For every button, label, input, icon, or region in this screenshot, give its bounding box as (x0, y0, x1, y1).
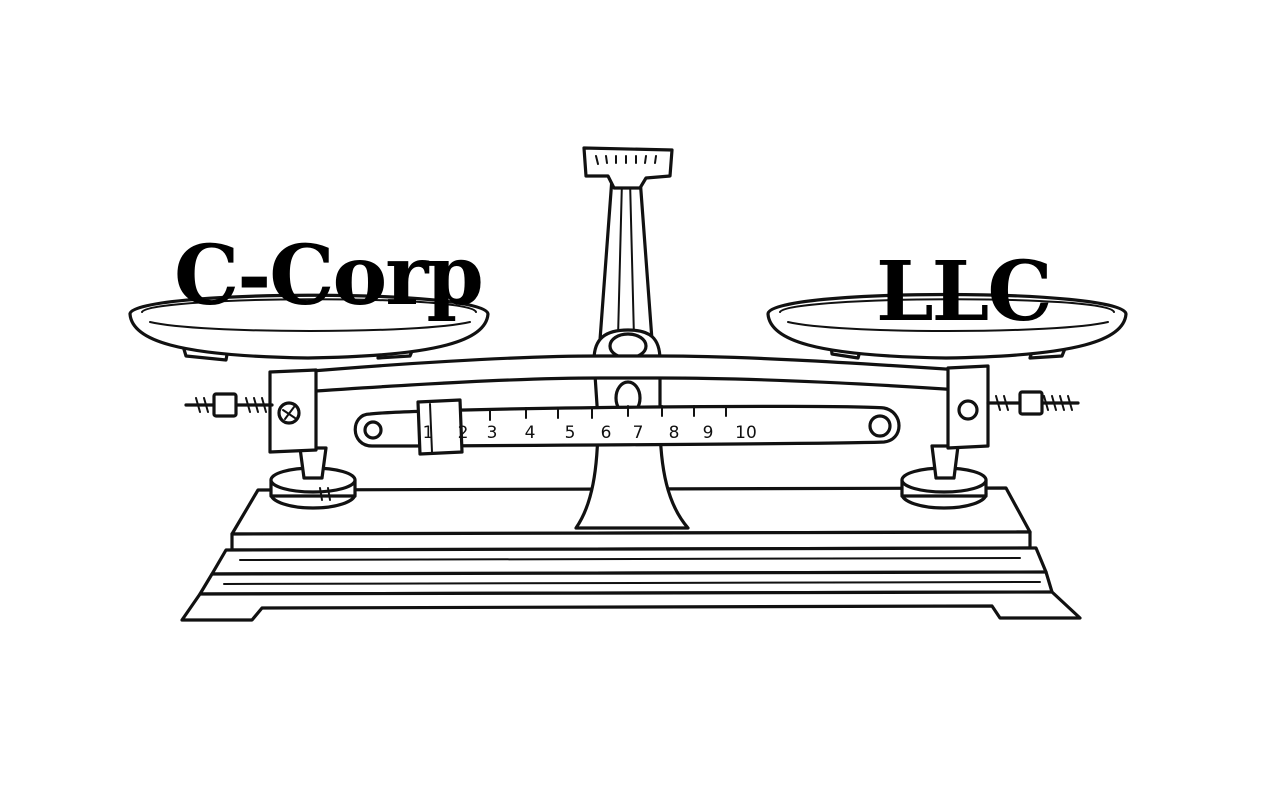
scale-number: 3 (487, 423, 498, 443)
scale-number: 9 (703, 423, 714, 443)
scale-number: 8 (669, 423, 680, 443)
main-beam (184, 354, 1080, 454)
scale-number: 2 (458, 423, 469, 443)
scale-number: 6 (601, 423, 612, 443)
scale-number: 4 (525, 423, 536, 443)
left-pan (128, 293, 490, 362)
right-pedestal (900, 444, 988, 510)
scale-base (180, 486, 1082, 622)
scale-number: 1 (423, 423, 434, 443)
scale-number: 10 (735, 423, 757, 443)
rider-bar (353, 398, 901, 456)
scale-number: 5 (565, 423, 576, 443)
left-pedestal (269, 446, 357, 510)
left-pan-label: C-Corp (174, 228, 482, 324)
central-column (574, 146, 690, 530)
right-pan (766, 292, 1128, 360)
right-pan-label: LLC (876, 244, 1051, 340)
scale-number: 7 (633, 423, 644, 443)
